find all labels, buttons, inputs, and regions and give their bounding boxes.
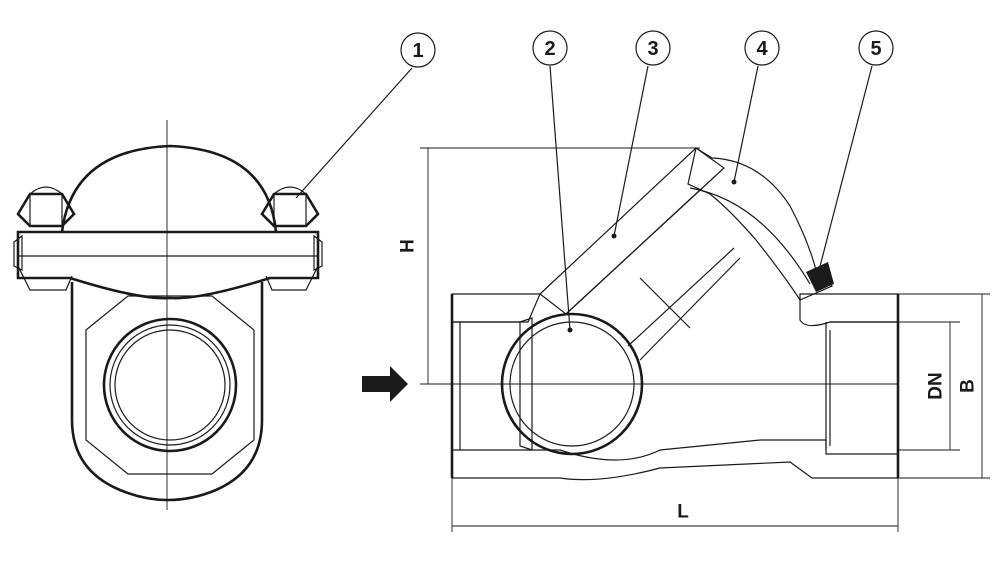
- seat-ring: [519, 317, 533, 451]
- bonnet-cap-inner: [689, 187, 811, 285]
- callout-2-label: 2: [544, 38, 555, 60]
- bottom-wall: [451, 439, 899, 481]
- callout-4: 4: [744, 30, 780, 66]
- callout-5-label: 5: [870, 38, 881, 60]
- leader-2: [549, 65, 571, 331]
- section-view: [362, 65, 990, 532]
- leader-1: [295, 67, 413, 199]
- dimension-l-label: L: [677, 502, 689, 523]
- bonnet-bore-a: [565, 189, 701, 315]
- end-view-hex: [85, 295, 255, 475]
- bonnet-neck-wall: [539, 147, 725, 315]
- leader-2-dot: [567, 327, 573, 333]
- callout-2: 2: [532, 30, 568, 66]
- dimension-dn: [898, 321, 960, 451]
- callout-1: 1: [400, 32, 436, 68]
- callout-5: 5: [858, 30, 894, 66]
- end-view-body-outline: [70, 282, 264, 502]
- bonnet-bore-b: [639, 257, 741, 361]
- leader-4: [733, 65, 759, 183]
- dimension-b: [898, 293, 990, 479]
- bonnet-cross-mark: [639, 277, 691, 329]
- bonnet-axis-line: [627, 247, 735, 347]
- dimension-h-label: H: [398, 239, 419, 253]
- end-view-cap-dome: [60, 144, 278, 233]
- end-view-clamp-left-lip: [13, 234, 23, 271]
- leader-4-dot: [731, 179, 737, 185]
- end-view-port-outer: [102, 317, 238, 453]
- end-view-left-lug: [17, 265, 73, 291]
- callout-1-label: 1: [412, 40, 423, 62]
- top-wall-right: [799, 293, 899, 327]
- end-view: [13, 67, 413, 510]
- leader-3-dot: [611, 233, 617, 239]
- end-view-clamp: [16, 230, 320, 300]
- dimension-dn-label: DN: [926, 372, 947, 399]
- leader-5: [817, 65, 873, 275]
- end-view-right-lug: [265, 265, 319, 291]
- dimension-l: [451, 478, 899, 532]
- leader-3: [613, 65, 649, 237]
- callout-4-label: 4: [756, 38, 768, 60]
- dimension-b-label: B: [958, 379, 979, 393]
- end-view-left-bolt: [16, 186, 76, 228]
- arrow-right-icon: [362, 366, 408, 402]
- callout-3-label: 3: [647, 38, 658, 60]
- end-view-port-inner: [114, 329, 226, 441]
- callout-3: 3: [635, 30, 671, 66]
- end-view-right-bolt: [260, 186, 320, 228]
- dimension-h: [420, 147, 700, 385]
- top-wall-left: [451, 293, 541, 323]
- end-view-port-mid: [109, 324, 231, 446]
- bonnet-cap: [687, 147, 834, 301]
- end-view-clamp-right-lip: [313, 234, 323, 271]
- cap-nut: [806, 262, 834, 292]
